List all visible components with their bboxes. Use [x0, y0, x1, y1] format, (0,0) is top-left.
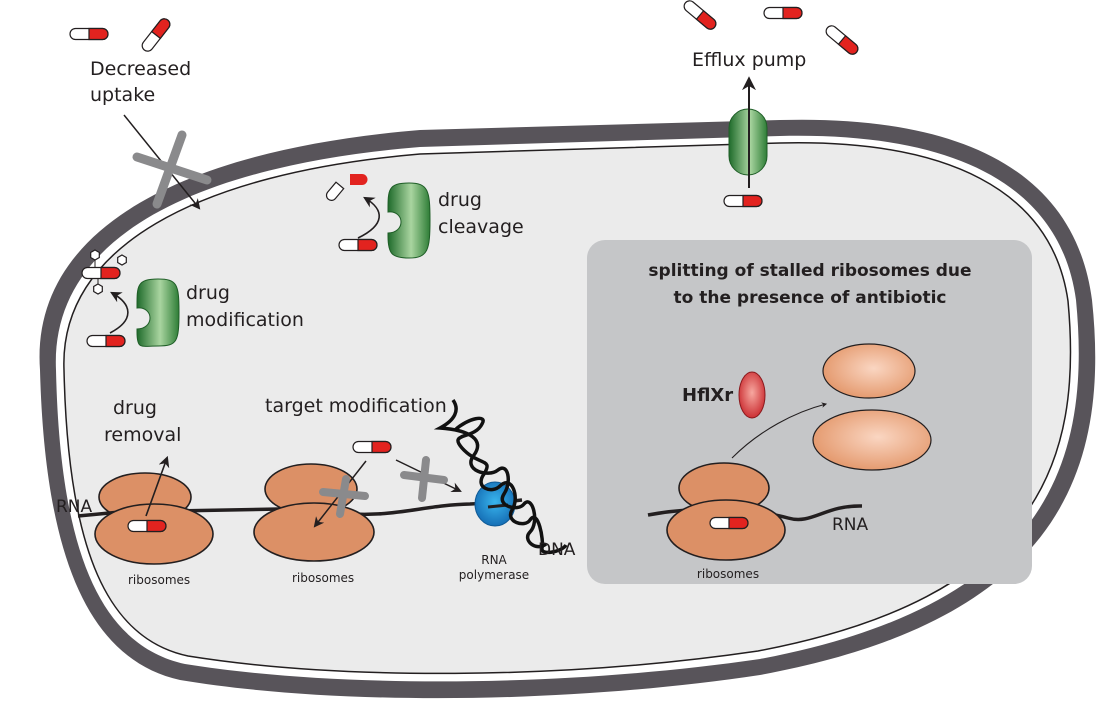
rna-polymerase-label-line2: polymerase: [459, 568, 529, 582]
drug-modification-label-line1: drug: [186, 282, 230, 304]
efflux-pump-label: Efflux pump: [692, 49, 806, 71]
rna-label: RNA: [56, 497, 93, 517]
modification-arrow: [109, 291, 129, 334]
stalled-ribosome-large-subunit: [666, 499, 786, 561]
drug-removal-label-line1: drug: [113, 397, 157, 419]
antibiotic-pill-icon: [763, 6, 803, 20]
antibiotic-pill-icon: [127, 519, 167, 533]
cleavage-arrow: [357, 196, 380, 239]
ribosome-splitting-inset: splitting of stalled ribosomes due to th…: [587, 240, 1032, 584]
efflux-pump-mechanism: Efflux pump: [681, 0, 861, 208]
antibiotic-pill-icon: [709, 516, 749, 530]
ribosomes-label: ribosomes: [128, 573, 190, 587]
target-modification-mechanism: target modification DNA ribosomes RNA po…: [253, 395, 576, 585]
dna-label: DNA: [538, 540, 576, 560]
chemical-group-icon: [93, 283, 103, 295]
antibiotic-pill-icon: [723, 194, 763, 208]
cleaved-pill-white-half: [325, 181, 345, 201]
split-small-subunit: [822, 343, 916, 399]
drug-cleavage-label-line1: drug: [438, 189, 482, 211]
dna-helix-strand-2: [433, 398, 548, 549]
rna-polymerase-label-line1: RNA: [481, 553, 507, 567]
antibiotic-pill-icon: [352, 440, 392, 454]
dna-helix-strand-1: [453, 416, 568, 555]
drug-removal-mechanism: drug removal RNA ribosomes: [56, 397, 331, 587]
hflxr-protein: [738, 371, 766, 419]
chemical-group-icon: [90, 249, 100, 261]
splitting-arrow: [731, 402, 828, 459]
removal-arrow: [145, 455, 170, 517]
decreased-uptake-label-line1: Decreased: [90, 58, 191, 80]
ribosome-large-subunit: [253, 502, 375, 562]
antibiotic-pill-icon: [86, 334, 126, 348]
inset-title-line2: to the presence of antibiotic: [674, 288, 947, 308]
antibiotic-pill-icon: [69, 27, 109, 41]
inset-ribosomes-label: ribosomes: [697, 567, 759, 581]
ribosomes-label: ribosomes: [292, 571, 354, 585]
split-large-subunit: [812, 409, 932, 471]
drug-modification-label-line2: modification: [186, 309, 304, 331]
antibiotic-pill-icon: [681, 0, 719, 33]
drug-removal-label-line2: removal: [104, 424, 181, 446]
antibiotic-pill-icon: [823, 22, 861, 58]
modification-enzyme: [136, 278, 180, 347]
inset-rna-label: RNA: [832, 515, 869, 535]
cleaved-pill-red-half: [350, 174, 368, 185]
cleavage-enzyme: [387, 182, 431, 259]
block-cross-icon: [132, 130, 212, 209]
block-cross-icon: [400, 456, 448, 502]
inset-title-line1: splitting of stalled ribosomes due: [648, 261, 971, 281]
chemical-group-icon: [117, 254, 127, 266]
drug-cleavage-label-line2: cleavage: [438, 216, 524, 238]
decreased-uptake-mechanism: Decreased uptake: [69, 16, 212, 210]
antibiotic-pill-icon: [338, 238, 378, 252]
block-cross-icon: [319, 475, 369, 518]
ribosome-large-subunit: [94, 503, 214, 565]
drug-cleavage-mechanism: drug cleavage: [325, 174, 524, 259]
drug-modification-mechanism: drug modification: [81, 249, 304, 348]
hflxr-label: HflXr: [682, 385, 733, 406]
antibiotic-pill-icon: [139, 16, 173, 54]
target-modification-label: target modification: [265, 395, 447, 417]
decreased-uptake-label-line2: uptake: [90, 84, 155, 106]
modified-pill-icon: [81, 266, 121, 280]
